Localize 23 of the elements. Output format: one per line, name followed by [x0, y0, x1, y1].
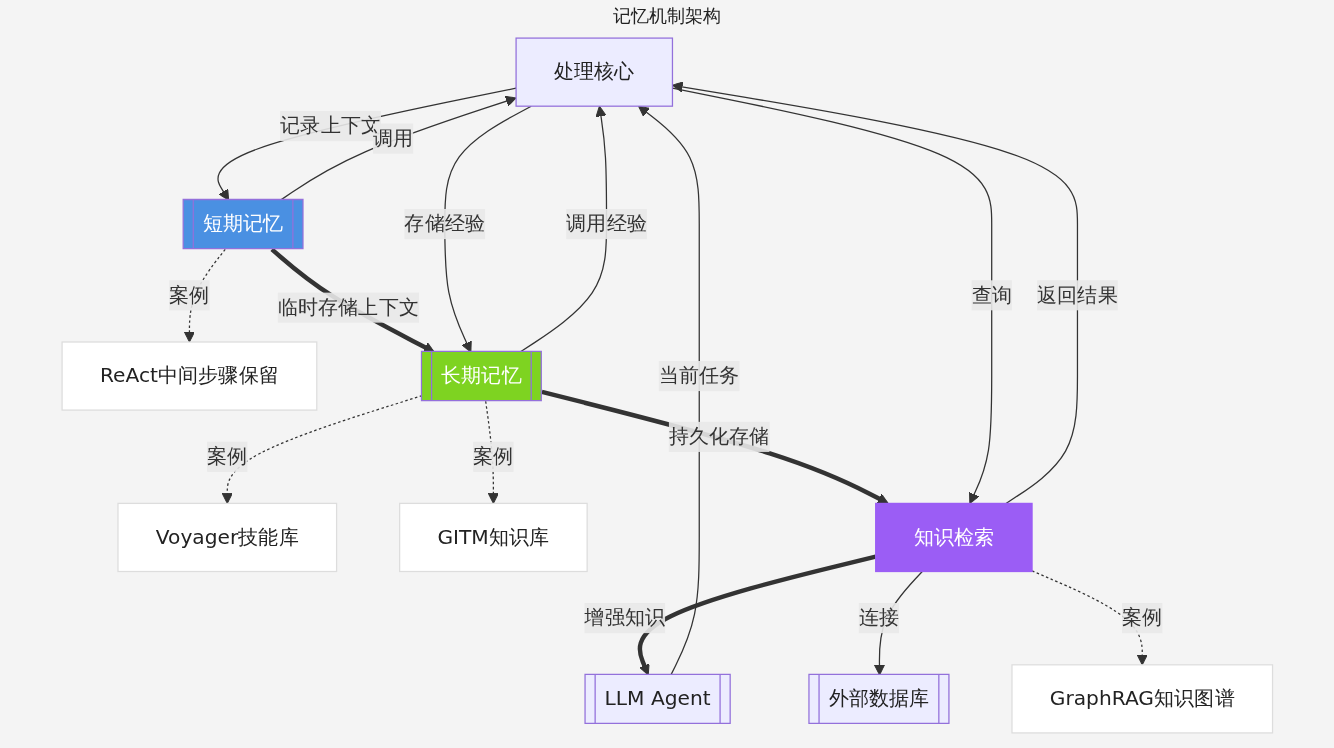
- edge-label: 增强知识: [584, 605, 665, 630]
- node-box: 知识检索: [874, 502, 1033, 573]
- edge-label: 当前任务: [658, 363, 740, 388]
- node-box: Voyager技能库: [117, 502, 337, 573]
- edge-label: 调用经验: [565, 211, 647, 236]
- edge-label: 案例: [472, 444, 514, 469]
- arrow: [1031, 570, 1148, 666]
- diagram-title: 记忆机制架构: [612, 4, 722, 28]
- edge-label: 查询: [971, 282, 1012, 307]
- node-box: ReAct中间步骤保留: [61, 341, 318, 411]
- edge-label: 返回结果: [1036, 282, 1118, 307]
- edge-label: 临时存储上下文: [277, 294, 419, 319]
- edge-label: 案例: [168, 282, 210, 307]
- edge-label: 存储经验: [404, 211, 485, 236]
- node-box: GITM知识库: [398, 502, 588, 573]
- arrow: [221, 395, 423, 504]
- edge-label: 持久化存储: [668, 424, 770, 449]
- edge-label: 案例: [1121, 605, 1163, 630]
- node-box: GraphRAG知识图谱: [1011, 664, 1273, 734]
- edge-label: 案例: [206, 444, 248, 469]
- node-box: 处理核心: [515, 37, 673, 107]
- arrow: [541, 389, 889, 504]
- edge-label: 连接: [858, 605, 899, 630]
